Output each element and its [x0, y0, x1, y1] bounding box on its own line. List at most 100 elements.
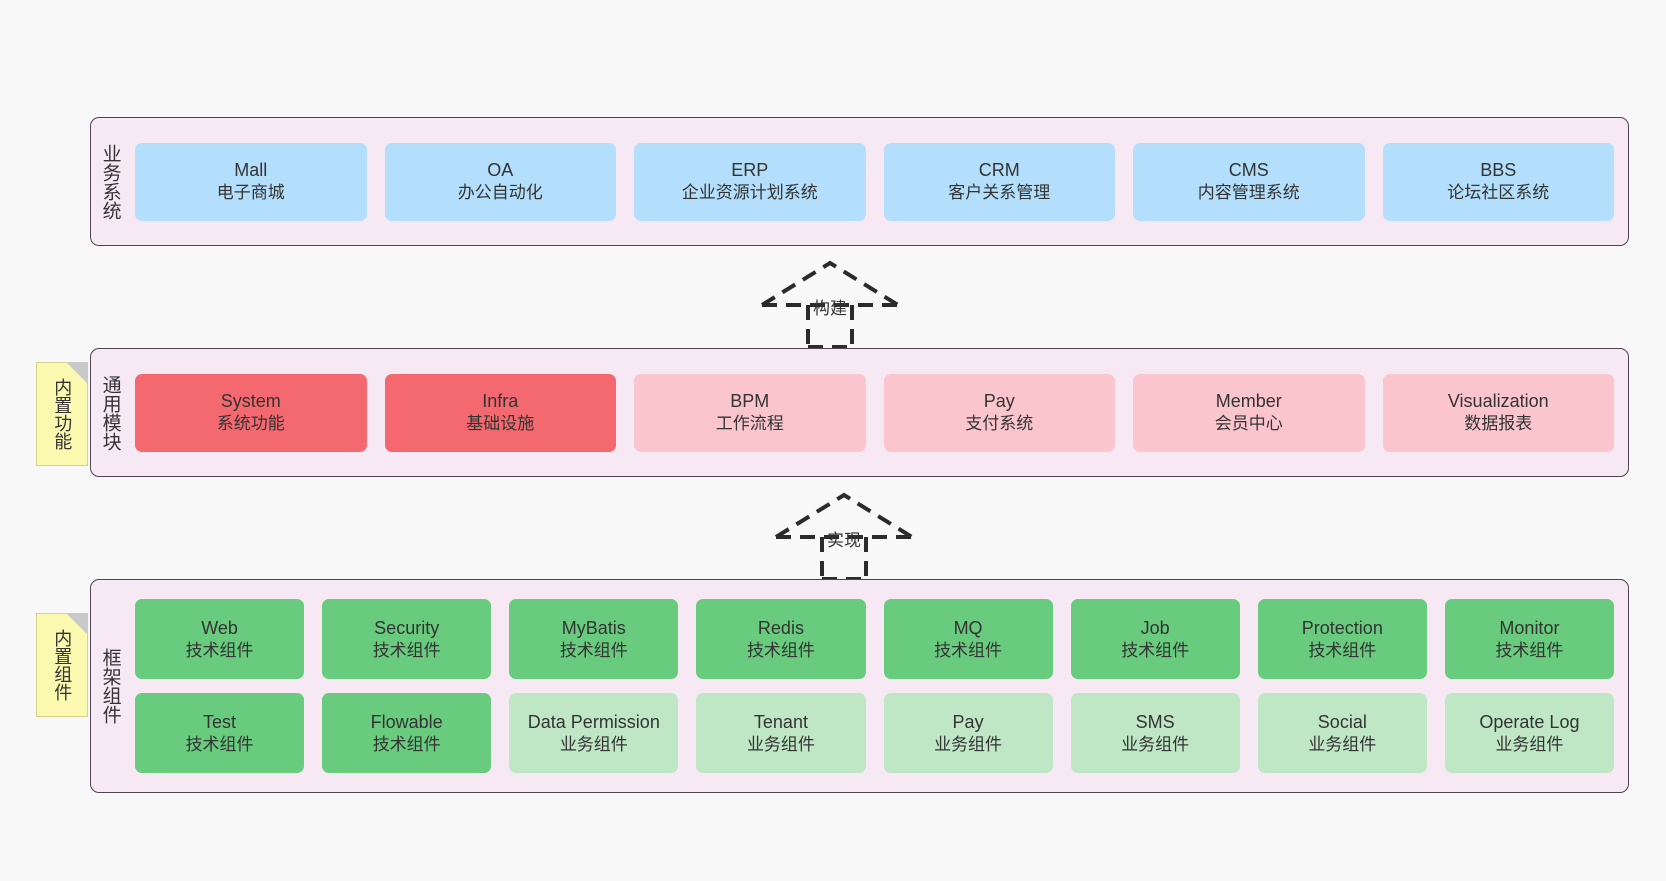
box-subtitle: 基础设施: [466, 414, 535, 434]
box-subtitle: 办公自动化: [457, 183, 543, 203]
box-subtitle: 客户关系管理: [948, 183, 1051, 203]
layer-business-system[interactable]: 业务系统 Mall 电子商城 OA 办公自动化 ERP 企业资源计划系统 CRM: [90, 117, 1629, 246]
box-mall[interactable]: Mall 电子商城: [135, 142, 367, 221]
box-title: BPM: [730, 391, 770, 412]
box-test[interactable]: Test 技术组件: [135, 693, 305, 773]
box-title: Operate Log: [1479, 711, 1580, 732]
box-title: Job: [1140, 617, 1170, 638]
box-title: Web: [201, 617, 238, 638]
box-visualization[interactable]: Visualization 数据报表: [1382, 373, 1614, 452]
box-title: Data Permission: [527, 711, 660, 732]
box-subtitle: 技术组件: [934, 640, 1003, 660]
row-business-components: Test 技术组件 Flowable 技术组件 Data Permission …: [135, 693, 1614, 773]
box-mybatis[interactable]: MyBatis 技术组件: [509, 599, 679, 679]
box-title: Monitor: [1499, 617, 1560, 638]
box-subtitle: 工作流程: [715, 414, 784, 434]
box-title: Social: [1317, 711, 1367, 732]
box-oa[interactable]: OA 办公自动化: [384, 142, 616, 221]
box-web[interactable]: Web 技术组件: [135, 599, 305, 679]
box-cms[interactable]: CMS 内容管理系统: [1133, 142, 1365, 221]
box-title: Tenant: [753, 711, 808, 732]
box-title: Test: [203, 711, 237, 732]
box-subtitle: 技术组件: [1495, 640, 1564, 660]
box-sms[interactable]: SMS 业务组件: [1070, 693, 1240, 773]
box-title: Pay: [983, 391, 1015, 412]
box-subtitle: 业务组件: [1121, 734, 1190, 754]
box-social[interactable]: Social 业务组件: [1257, 693, 1427, 773]
note-label: 内置组件: [52, 629, 73, 701]
layer-body-common-module: System 系统功能 Infra 基础设施 BPM 工作流程 Pay 支付系统…: [129, 349, 1628, 476]
box-title: System: [220, 391, 281, 412]
box-title: Redis: [757, 617, 804, 638]
box-subtitle: 业务组件: [559, 734, 628, 754]
box-operate-log[interactable]: Operate Log 业务组件: [1444, 693, 1614, 773]
box-subtitle: 技术组件: [559, 640, 628, 660]
box-monitor[interactable]: Monitor 技术组件: [1444, 599, 1614, 679]
box-title: OA: [487, 160, 514, 181]
note-fold-corner-icon: [66, 362, 88, 384]
box-title: MyBatis: [561, 617, 626, 638]
box-bbs[interactable]: BBS 论坛社区系统: [1382, 142, 1614, 221]
box-title: Visualization: [1447, 391, 1549, 412]
box-title: SMS: [1135, 711, 1175, 732]
box-subtitle: 技术组件: [185, 734, 254, 754]
box-data-permission[interactable]: Data Permission 业务组件: [509, 693, 679, 773]
layer-title-framework-component: 框架组件: [99, 648, 121, 724]
box-subtitle: 支付系统: [965, 414, 1034, 434]
box-title: Member: [1215, 391, 1282, 412]
box-subtitle: 业务组件: [746, 734, 815, 754]
box-title: Pay: [952, 711, 984, 732]
box-title: Mall: [234, 160, 268, 181]
box-job[interactable]: Job 技术组件: [1070, 599, 1240, 679]
box-title: CMS: [1228, 160, 1269, 181]
box-crm[interactable]: CRM 客户关系管理: [883, 142, 1115, 221]
note-label: 内置功能: [52, 378, 73, 450]
box-protection[interactable]: Protection 技术组件: [1257, 599, 1427, 679]
box-subtitle: 系统功能: [216, 414, 285, 434]
box-member[interactable]: Member 会员中心: [1133, 373, 1365, 452]
layer-common-module[interactable]: 通用模块 System 系统功能 Infra 基础设施 BPM 工作流程 Pay: [90, 348, 1629, 477]
box-flowable[interactable]: Flowable 技术组件: [322, 693, 492, 773]
connector-implement-label: 实现: [827, 531, 861, 550]
box-subtitle: 技术组件: [1308, 640, 1377, 660]
box-redis[interactable]: Redis 技术组件: [696, 599, 866, 679]
note-builtin-function[interactable]: 内置功能: [36, 362, 88, 466]
box-subtitle: 论坛社区系统: [1447, 183, 1550, 203]
row-common-modules: System 系统功能 Infra 基础设施 BPM 工作流程 Pay 支付系统…: [135, 373, 1614, 452]
note-builtin-component[interactable]: 内置组件: [36, 613, 88, 717]
box-subtitle: 技术组件: [1121, 640, 1190, 660]
box-subtitle: 内容管理系统: [1197, 183, 1300, 203]
box-subtitle: 技术组件: [372, 734, 441, 754]
box-bpm[interactable]: BPM 工作流程: [634, 373, 866, 452]
box-subtitle: 技术组件: [185, 640, 254, 660]
box-title: Flowable: [370, 711, 443, 732]
box-title: ERP: [731, 160, 769, 181]
box-title: Security: [374, 617, 440, 638]
layer-title-common-module: 通用模块: [99, 374, 121, 451]
connector-build-label: 构建: [813, 299, 847, 318]
box-title: MQ: [953, 617, 983, 638]
box-subtitle: 技术组件: [746, 640, 815, 660]
box-pay-module[interactable]: Pay 支付系统: [883, 373, 1115, 452]
box-erp[interactable]: ERP 企业资源计划系统: [634, 142, 866, 221]
box-tenant[interactable]: Tenant 业务组件: [696, 693, 866, 773]
box-title: Protection: [1301, 617, 1383, 638]
box-mq[interactable]: MQ 技术组件: [883, 599, 1053, 679]
box-system[interactable]: System 系统功能: [135, 373, 367, 452]
box-pay-component[interactable]: Pay 业务组件: [883, 693, 1053, 773]
box-subtitle: 电子商城: [216, 183, 285, 203]
box-subtitle: 技术组件: [372, 640, 441, 660]
box-security[interactable]: Security 技术组件: [322, 599, 492, 679]
row-business-systems: Mall 电子商城 OA 办公自动化 ERP 企业资源计划系统 CRM 客户关系…: [135, 142, 1614, 221]
layer-body-framework-component: Web 技术组件 Security 技术组件 MyBatis 技术组件 Redi…: [129, 580, 1628, 792]
layer-framework-component[interactable]: 框架组件 Web 技术组件 Security 技术组件 MyBatis 技术组件…: [90, 579, 1629, 793]
box-subtitle: 数据报表: [1464, 414, 1533, 434]
box-subtitle: 会员中心: [1214, 414, 1283, 434]
layer-title-business-system: 业务系统: [99, 143, 121, 220]
box-infra[interactable]: Infra 基础设施: [384, 373, 616, 452]
box-subtitle: 业务组件: [1495, 734, 1564, 754]
box-subtitle: 企业资源计划系统: [681, 183, 818, 203]
layer-body-business-system: Mall 电子商城 OA 办公自动化 ERP 企业资源计划系统 CRM 客户关系…: [129, 118, 1628, 245]
box-title: BBS: [1480, 160, 1517, 181]
